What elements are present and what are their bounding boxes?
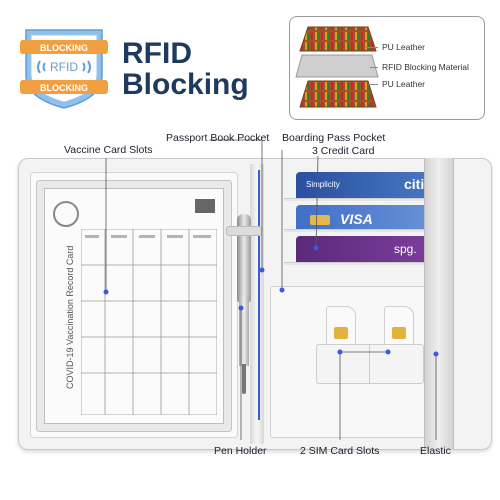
passport-pocket-slit <box>258 170 260 420</box>
pen-lower <box>239 296 249 366</box>
callout-dot-sim-2 <box>385 349 391 355</box>
callout-dot-elastic <box>433 351 439 357</box>
sim-divider <box>369 344 370 384</box>
card-slot-1[interactable] <box>284 198 424 201</box>
card2-chip-icon <box>310 215 330 225</box>
callout-dot-vaccine <box>103 289 109 295</box>
sim-card-2 <box>384 306 414 350</box>
headline: RFID Blocking <box>122 38 249 100</box>
pen-body <box>237 214 251 302</box>
callout-vaccine-card-slots: Vaccine Card Slots <box>64 144 153 156</box>
callout-dot-boarding <box>279 287 285 293</box>
badge-top-ribbon <box>20 40 108 54</box>
sim-chip-icon <box>334 327 348 339</box>
callout-passport-book-pocket: Passport Book Pocket <box>166 132 270 144</box>
badge-bottom-ribbon <box>20 80 108 94</box>
pen-loop[interactable] <box>226 226 262 236</box>
callout-pen-holder: Pen Holder <box>214 445 267 457</box>
vaccine-card-table <box>81 229 217 415</box>
vaccine-card: COVID-19 Vaccination Record Card <box>44 188 224 424</box>
card3-brand: spg. <box>394 242 417 256</box>
callout-sim-card-slots: 2 SIM Card Slots <box>300 445 380 457</box>
badge-bottom-text: BLOCKING <box>40 83 88 93</box>
layer-label-middle: RFID Blocking Material <box>382 62 469 72</box>
callout-credit-card: 3 Credit Card <box>312 145 375 157</box>
callout-boarding-pass-pocket: Boarding Pass Pocket <box>282 132 386 144</box>
callout-dot-credit <box>313 245 319 251</box>
sim-chip-icon <box>392 327 406 339</box>
callout-dot-pen <box>238 305 244 311</box>
layer-label-bottom: PU Leather <box>382 79 425 89</box>
callout-elastic: Elastic <box>420 445 451 457</box>
layer-label-top: PU Leather <box>382 42 425 52</box>
card1-brand: Simplicity <box>306 180 340 189</box>
credit-card-3: spg. <box>296 236 444 264</box>
credit-card-1: Simplicity citi <box>296 172 444 200</box>
cdc-seal-icon <box>53 201 79 227</box>
headline-line1: RFID <box>122 37 192 70</box>
card2-brand: VISA <box>340 211 373 227</box>
card1-logo: citi <box>404 176 425 192</box>
card-slot-2[interactable] <box>284 229 424 232</box>
credit-card-2: VISA <box>296 205 444 231</box>
badge-center-text: RFID <box>50 60 78 74</box>
cdc-logo-icon <box>195 199 215 213</box>
material-layers-panel: PU Leather RFID Blocking Material PU Lea… <box>289 16 485 120</box>
headline-line2: Blocking <box>122 68 249 101</box>
callout-dot-passport <box>259 267 265 273</box>
material-layers-illustration <box>295 26 379 108</box>
pen-tip <box>242 364 246 394</box>
sim-card-holder[interactable] <box>316 344 424 384</box>
callout-dot-sim-1 <box>337 349 343 355</box>
badge-top-text: BLOCKING <box>40 43 88 53</box>
elastic-band[interactable] <box>424 158 454 450</box>
card-slot-3[interactable] <box>284 262 434 265</box>
rfid-badge: BLOCKING BLOCKING RFID <box>20 29 108 109</box>
